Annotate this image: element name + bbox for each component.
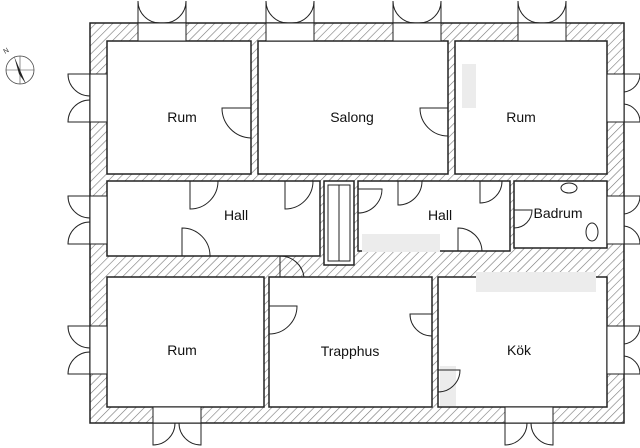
window: [504, 406, 554, 424]
window-sash: [152, 422, 202, 446]
window-sash: [67, 73, 91, 123]
door-swing: [409, 313, 433, 337]
door-swing: [397, 180, 423, 206]
window: [392, 22, 442, 42]
door-swing: [437, 369, 461, 393]
window-sash: [137, 0, 187, 24]
salong-corner-shade: [462, 64, 476, 108]
north-label: N: [3, 47, 11, 56]
window: [606, 325, 625, 375]
door-swing: [513, 209, 533, 229]
label-hall-right: Hall: [428, 207, 452, 223]
window-sash: [623, 195, 640, 245]
window-sash: [623, 73, 640, 123]
window-sash: [392, 0, 442, 24]
window: [137, 22, 187, 42]
door-swing: [221, 107, 252, 139]
label-rum-top-left: Rum: [167, 109, 197, 125]
window-sash: [265, 0, 315, 24]
north-arrow-icon: N: [3, 47, 35, 85]
door-swing: [181, 227, 211, 257]
label-rum-bottom-left: Rum: [167, 342, 197, 358]
room-badrum: [513, 180, 608, 249]
window: [606, 73, 625, 123]
hall-shade: [362, 234, 440, 252]
washbasin-icon: [560, 182, 578, 194]
window-sash: [623, 325, 640, 375]
kitchen-wall-hatch: [472, 252, 607, 274]
label-hall-left: Hall: [224, 207, 248, 223]
window: [89, 73, 108, 123]
interior-wall-band: [106, 172, 608, 182]
window-sash: [517, 0, 567, 24]
door-swing: [189, 180, 219, 210]
door-swing: [419, 107, 449, 137]
hall-wall-hatch: [360, 252, 472, 270]
kok-corner-shade: [440, 366, 456, 406]
window-sash: [67, 325, 91, 375]
window: [152, 406, 202, 424]
room-salong: [257, 40, 449, 175]
room-trapphus: [268, 276, 433, 408]
room-rum-top-right: [454, 40, 608, 175]
kitchen-shade: [476, 272, 596, 292]
toilet-icon: [585, 222, 599, 242]
door-swing: [268, 305, 298, 335]
label-rum-top-right: Rum: [506, 109, 536, 125]
door-swing: [284, 180, 314, 210]
door-swing: [279, 255, 305, 278]
room-hall-left: [106, 180, 321, 257]
label-salong: Salong: [330, 109, 374, 125]
door-swing: [457, 227, 483, 252]
window: [606, 195, 625, 245]
window: [517, 22, 567, 42]
window: [265, 22, 315, 42]
label-trapphus: Trapphus: [321, 343, 380, 359]
label-badrum: Badrum: [533, 205, 582, 221]
door-swing: [357, 188, 383, 214]
window-sash: [504, 422, 554, 446]
window: [89, 195, 108, 245]
label-kok: Kök: [507, 342, 532, 358]
window: [89, 325, 108, 375]
door-swing: [479, 180, 503, 204]
window-sash: [67, 195, 91, 245]
